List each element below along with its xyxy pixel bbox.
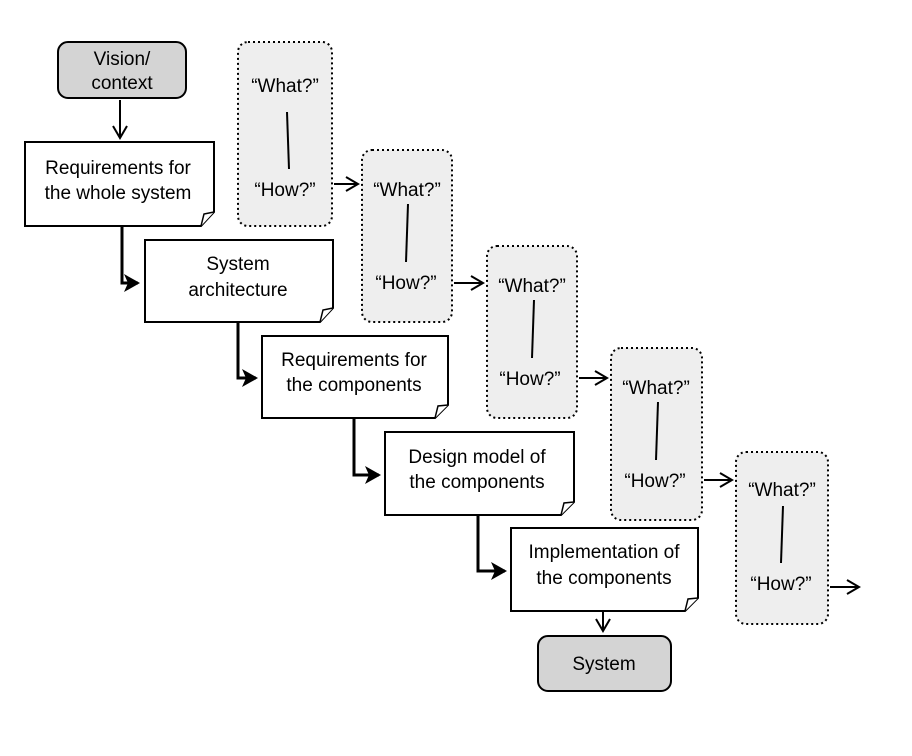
what-how-link [286,111,290,170]
how-label: “How?” [254,180,315,201]
doc-label-line2: the components [536,568,671,589]
system-label: System [572,654,635,675]
doc-label-line2: the components [286,375,421,396]
step-arrow-2 [236,322,258,387]
what-how-link [780,505,784,564]
vision-label-line2: context [91,73,153,94]
doc-fold [200,211,215,227]
what-label: “What?” [373,180,441,201]
what-label: “What?” [622,378,690,399]
doc-label-line1: Requirements for [281,350,427,371]
question-box-shape [237,41,333,227]
step-arrow-3 [352,418,381,484]
system-box [537,635,672,692]
step-arrow-1 [120,226,140,292]
doc-fold [319,307,334,323]
doc-label-line2: the components [409,472,544,493]
vision-context-box [57,41,187,99]
question-box-4: “What?” “How?” [610,347,703,521]
doc-fold [434,404,449,419]
what-how-link [531,299,535,359]
what-how-link [405,203,409,263]
question-box-5: “What?” “How?” [735,451,829,625]
what-how-link [655,401,659,461]
what-label: “What?” [251,76,319,97]
how-label: “How?” [375,273,436,294]
step-arrow-4 [476,515,507,580]
what-label: “What?” [498,276,566,297]
doc-label-line1: Implementation of [528,542,680,563]
doc-label-line1: Requirements for [45,158,191,179]
doc-label-line1: Design model of [408,447,546,468]
doc-fold [560,501,575,516]
doc-label-line1: System [206,254,269,275]
system-node: System [537,635,672,692]
vision-label-line1: Vision/ [94,49,151,70]
vision-context-node: Vision/ context [57,41,187,99]
doc-system-architecture: System architecture [144,239,334,323]
question-box-1: “What?” “How?” [237,41,333,227]
doc-fold [684,597,699,612]
doc-label-line2: architecture [188,280,287,301]
doc-requirements-components: Requirements for the components [261,335,449,419]
doc-design-model-components: Design model of the components [384,431,575,516]
doc-implementation-components: Implementation of the components [510,527,699,612]
doc-requirements-whole-system: Requirements for the whole system [24,141,215,227]
how-label: “How?” [750,574,811,595]
doc-label-line2: the whole system [45,183,192,204]
question-box-2: “What?” “How?” [361,149,453,323]
question-box-3: “What?” “How?” [486,245,578,419]
how-label: “How?” [499,369,560,390]
what-label: “What?” [748,480,816,501]
how-label: “How?” [624,471,685,492]
